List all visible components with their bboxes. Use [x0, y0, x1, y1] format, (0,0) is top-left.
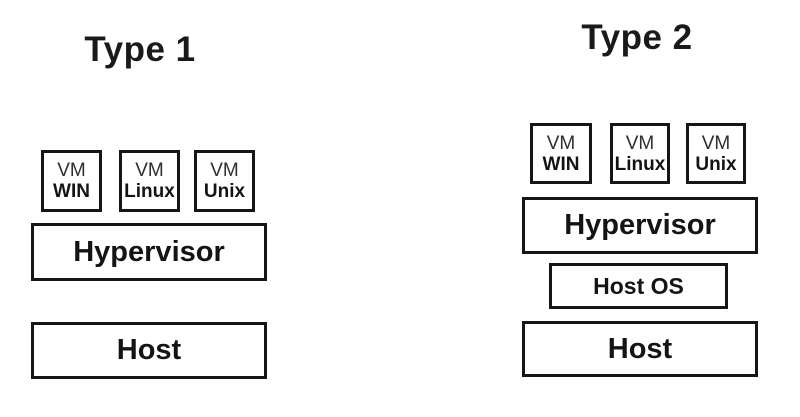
type2-vm-linux-box: VM Linux: [610, 123, 670, 184]
vm-os-label: WIN: [53, 181, 90, 202]
type2-title: Type 2: [581, 18, 693, 57]
host-label: Host: [116, 334, 182, 366]
type2-hypervisor-box: Hypervisor: [522, 197, 758, 254]
type1-vm-unix-box: VM Unix: [194, 150, 255, 212]
vm-tag: VM: [701, 132, 731, 154]
vm-os-label: Linux: [614, 153, 666, 175]
vm-os-label: Linux: [124, 181, 175, 202]
vm-tag: VM: [135, 160, 164, 182]
hypervisor-label: Hypervisor: [564, 209, 716, 241]
type1-hypervisor-box: Hypervisor: [31, 223, 267, 281]
vm-tag: VM: [546, 132, 576, 154]
type1-host-box: Host: [31, 322, 267, 379]
type1-title: Type 1: [84, 30, 196, 69]
vm-tag: VM: [625, 132, 655, 154]
type1-vm-linux-box: VM Linux: [119, 150, 180, 212]
host-label: Host: [607, 332, 673, 365]
vm-tag: VM: [210, 160, 239, 182]
type2-host-os-box: Host OS: [549, 263, 728, 309]
type1-vm-win-box: VM WIN: [41, 150, 102, 212]
vm-tag: VM: [57, 160, 86, 182]
type2-host-box: Host: [522, 321, 758, 377]
type2-vm-unix-box: VM Unix: [686, 123, 746, 184]
type2-vm-win-box: VM WIN: [530, 123, 592, 184]
vm-os-label: Unix: [695, 153, 737, 175]
vm-os-label: Unix: [203, 181, 246, 202]
host-os-label: Host OS: [593, 272, 684, 299]
hypervisor-label: Hypervisor: [73, 235, 225, 268]
vm-os-label: WIN: [542, 153, 580, 175]
